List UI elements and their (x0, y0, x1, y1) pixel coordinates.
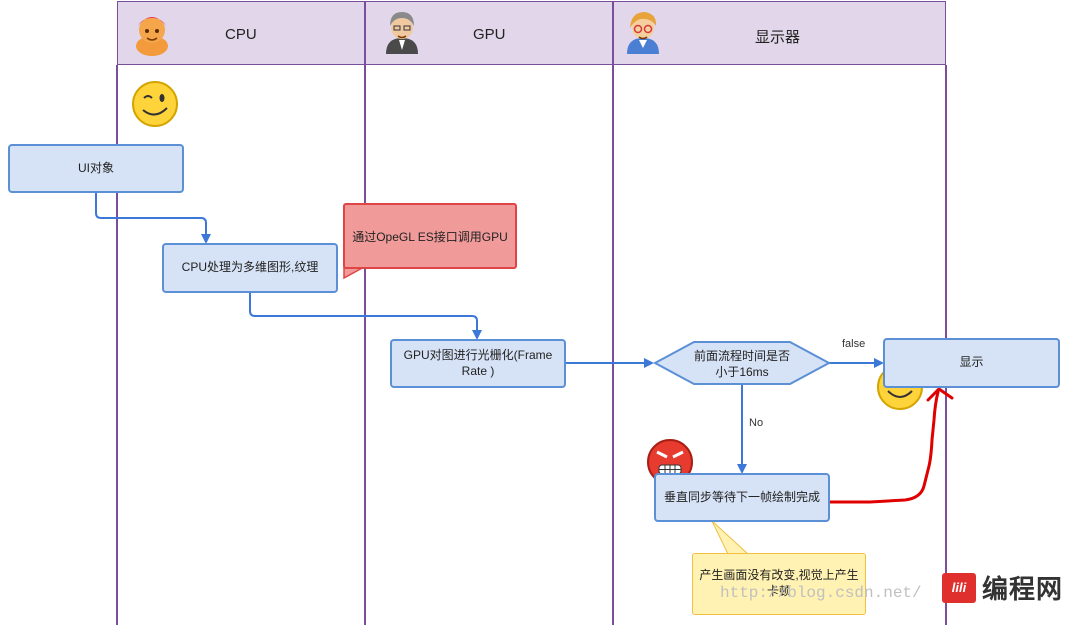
logo-mark-icon: lili (941, 572, 976, 603)
wink-smiley-icon (132, 81, 178, 127)
lane-title-display: 显示器 (755, 29, 801, 46)
connectors-layer (95, 12, 954, 555)
display-box: 显示 (883, 338, 1060, 388)
opengl-note-text: 通过OpeGL ES接口调用GPU (352, 229, 508, 244)
logo-text: 编程网 (981, 574, 1063, 604)
ui-object-box: UI对象 (8, 144, 184, 193)
ui-object-label: UI对象 (77, 160, 114, 175)
swimlane-diagram: CPU GPU 显示器 (8, 1, 1063, 625)
lane-body-gpu (364, 65, 613, 625)
vsync-wait-box: 垂直同步等待下一帧绘制完成 (654, 473, 830, 522)
edge-label-false: false (842, 338, 866, 350)
lane-body-cpu (116, 65, 365, 625)
lane-header-display: 显示器 (613, 1, 946, 65)
stutter-note: 产生画面没有改变,视觉上产生 卡顿 (692, 553, 866, 615)
red-return-line (828, 390, 940, 504)
cpu-process-box: CPU处理为多维图形,纹理 (162, 243, 338, 293)
gpu-raster-label-line2: Rate ) (461, 363, 495, 378)
stutter-note-line2: 卡顿 (766, 584, 791, 598)
edge-label-no: No (749, 417, 764, 429)
cpu-process-label: CPU处理为多维图形,纹理 (181, 260, 319, 275)
stutter-note-pointer (711, 520, 750, 555)
person-pink-hair-icon (136, 17, 168, 56)
decision-label-line2: 小于16ms (715, 365, 769, 380)
decision-label: 前面流程时间是否 小于16ms (680, 348, 804, 380)
display-label: 显示 (959, 355, 984, 370)
person-glasses-icon (627, 12, 659, 54)
edge-cpu-to-gpu (249, 292, 482, 340)
gpu-raster-label-line1: GPU对图进行光栅化(Frame (403, 347, 553, 362)
watermark-text: http://blog.csdn.net/ (720, 584, 922, 602)
stutter-note-line1: 产生画面没有改变,视觉上产生 (699, 568, 859, 583)
opengl-note: 通过OpeGL ES接口调用GPU (343, 203, 517, 269)
vsync-wait-label: 垂直同步等待下一帧绘制完成 (663, 489, 820, 504)
lane-title-cpu: CPU (225, 26, 257, 43)
person-gray-hair-icon (386, 12, 418, 54)
edge-ui-to-cpu (95, 192, 211, 244)
red-arrowhead-icon (926, 387, 954, 402)
site-logo: lili 编程网 (941, 569, 1063, 606)
logo-mark-text: lili (951, 580, 967, 595)
decision-label-line1: 前面流程时间是否 (693, 349, 790, 363)
lane-title-gpu: GPU (473, 26, 506, 43)
decision-shape (652, 341, 832, 385)
gpu-raster-box: GPU对图进行光栅化(Frame Rate ) (390, 339, 566, 388)
